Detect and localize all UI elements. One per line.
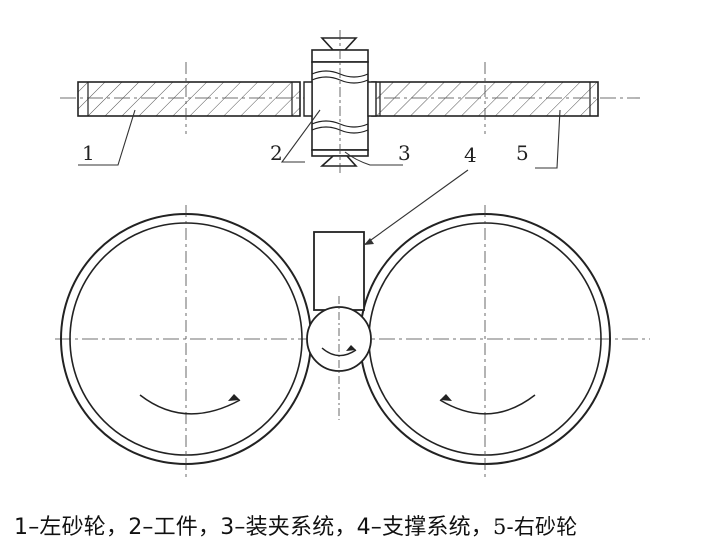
figure-caption: 1–左砂轮，2–工件，3–装夹系统，4–支撑系统，5-右砂轮 <box>14 509 577 541</box>
label-5: 5 <box>516 141 529 165</box>
caption-tail: 5-右砂轮 <box>493 515 578 539</box>
leader-lines-top <box>78 109 561 169</box>
workpiece-circle <box>306 296 372 420</box>
label-1: 1 <box>82 141 95 165</box>
left-wheel-section <box>77 62 301 134</box>
leader-line-4 <box>363 169 469 246</box>
label-2: 2 <box>270 141 283 165</box>
right-grinding-wheel <box>359 205 611 478</box>
label-3: 3 <box>398 141 411 165</box>
left-wheel-rotation-arrow <box>139 394 241 415</box>
workpiece-clamp-assembly <box>303 30 377 176</box>
left-grinding-wheel <box>60 205 312 478</box>
right-wheel-section <box>371 62 599 134</box>
right-wheel-rotation-arrow <box>439 394 536 415</box>
workpiece-rotation-arrow <box>321 347 357 357</box>
caption-main: 1–左砂轮，2–工件，3–装夹系统，4–支撑系统， <box>14 515 493 540</box>
label-4: 4 <box>464 143 477 167</box>
